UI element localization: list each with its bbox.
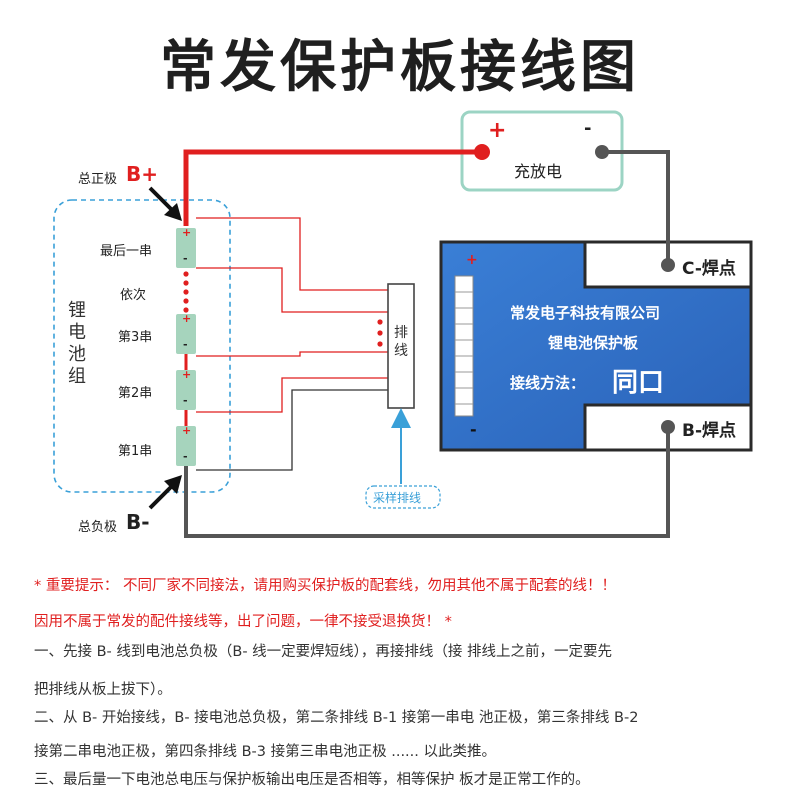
series-2-label: 第2串 <box>118 386 153 401</box>
charge-plus-label: + <box>488 118 507 143</box>
c-minus-wire <box>602 150 670 265</box>
note-step-1a: 一、先接 B- 线到电池总负极（B- 线一定要焊短线），再接排线（接 排线上之前… <box>34 644 613 660</box>
cell-last-minus: - <box>183 252 188 265</box>
cell-last-plus: + <box>182 226 192 239</box>
c-pad-dot <box>661 258 675 272</box>
cell-1-minus: - <box>183 450 188 463</box>
board-method-value: 同口 <box>612 368 665 398</box>
battery-group-frame <box>53 199 231 493</box>
note-warning-1: * 重要提示： 不同厂家不同接法，请用购买保护板的配套线，勿用其他不属于配套的线… <box>34 578 616 594</box>
in-order-label: 依次 <box>120 288 147 303</box>
board-name: 锂电池保护板 <box>548 334 639 352</box>
board-plus-label: + <box>466 252 478 268</box>
sampling-wire-label: 采样排线 <box>373 491 422 505</box>
b-pad-label: B-焊点 <box>682 421 737 441</box>
b-plus-mark: B+ <box>126 162 159 186</box>
b-plus-wire <box>183 149 482 226</box>
cell-2-minus: - <box>183 394 188 407</box>
total-negative-label: 总负极 <box>78 520 118 535</box>
arrow-b-minus <box>148 475 182 510</box>
battery-group-label: 锂电池组 <box>68 300 86 387</box>
ellipsis-dots <box>183 271 189 313</box>
sampling-wires <box>196 217 388 471</box>
board-minus-label: - <box>470 420 477 439</box>
charge-minus-terminal <box>595 145 609 159</box>
series-last-label: 最后一串 <box>100 244 153 259</box>
note-step-1b: 把排线从板上拔下）。 <box>34 682 172 698</box>
board-company: 常发电子科技有限公司 <box>510 304 661 322</box>
charge-minus-label: - <box>584 118 592 139</box>
cell-3-minus: - <box>183 338 188 351</box>
connector-block <box>387 283 415 409</box>
c-pad-label: C-焊点 <box>682 259 736 279</box>
total-positive-label: 总正极 <box>78 172 118 187</box>
series-1-label: 第1串 <box>118 444 153 459</box>
board-method-label: 接线方法： <box>510 374 586 392</box>
page-title: 常发保护板接线图 <box>160 35 640 100</box>
note-step-2a: 二、从 B- 开始接线，B- 接电池总负极，第二条排线 B-1 接第一串电 池正… <box>34 710 639 726</box>
b-pad-dot <box>661 420 675 434</box>
board-header-pins <box>455 291 473 405</box>
b-minus-wire <box>184 427 670 538</box>
board-header <box>454 275 474 417</box>
series-3-label: 第3串 <box>118 330 153 345</box>
cell-2-plus: + <box>182 368 192 381</box>
battery-cells <box>176 228 196 466</box>
charge-box-label: 充放电 <box>514 162 563 181</box>
note-warning-2: 因用不属于常发的配件接线等，出了问题，一律不接受退换货！ * <box>34 614 452 630</box>
b-minus-mark: B- <box>126 510 150 534</box>
connector-dots <box>377 319 383 347</box>
arrow-b-plus <box>148 186 182 221</box>
sampling-label-frame <box>365 485 441 509</box>
note-step-2b: 接第二串电池正极，第四条排线 B-3 接第三串电池正极 ...... 以此类推。 <box>34 744 496 760</box>
cell-3-plus: + <box>182 312 192 325</box>
note-step-3: 三、最后量一下电池总电压与保护板输出电压是否相等，相等保护 板才是正常工作的。 <box>34 772 590 788</box>
charge-plus-terminal <box>474 144 490 160</box>
connector-label: 排线 <box>394 325 408 359</box>
cell-1-plus: + <box>182 424 192 437</box>
